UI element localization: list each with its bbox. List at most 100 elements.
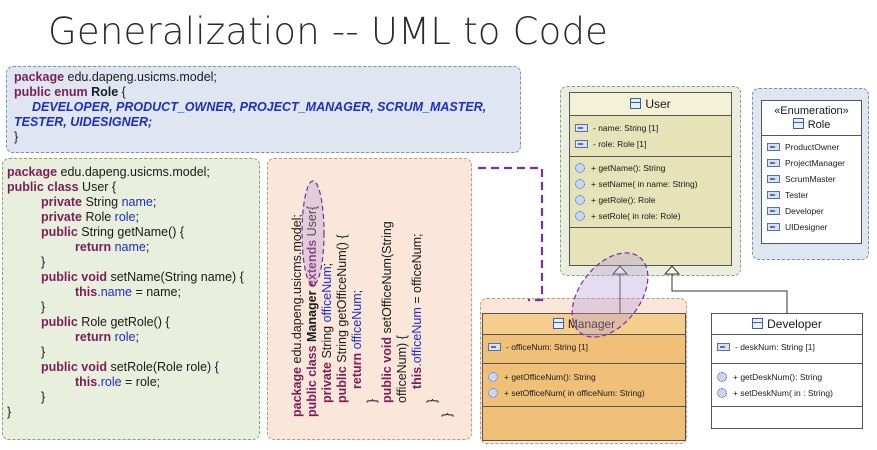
brace: } (14, 130, 19, 144)
literal-text: UIDesigner (785, 222, 828, 232)
attribute-text: - deskNum: String [1] (735, 342, 815, 352)
brace: } (7, 405, 12, 419)
semicolon: ; (135, 210, 139, 224)
class-icon (752, 318, 764, 329)
operations-section: + getDeskNum(): String + setDeskNum( in … (712, 364, 862, 407)
keyword: public void (41, 360, 107, 374)
operation-text: + getName(): String (591, 163, 666, 173)
literal-text: ScrumMaster (785, 174, 836, 184)
attribute-row: - name: String [1] (570, 120, 731, 136)
operation-text: + setDeskNum( in : String) (733, 388, 833, 398)
semicolon: ; (145, 240, 150, 254)
package-name: edu.dapeng.usicms.model; (57, 165, 210, 179)
uml-class-manager[interactable]: Manager - officeNum: String [1] + getOff… (482, 313, 686, 441)
class-name: User { (78, 180, 117, 194)
literal-icon (767, 159, 780, 167)
keyword: this (75, 285, 98, 299)
attributes-section: - officeNum: String [1] (483, 335, 685, 364)
keyword: private (41, 210, 82, 224)
user-code-panel: package edu.dapeng.usicms.model; public … (2, 158, 260, 440)
keyword: this (75, 375, 98, 389)
attribute-row: - deskNum: String [1] (712, 339, 862, 355)
keyword: public void (41, 270, 107, 284)
operation-icon (717, 388, 727, 398)
extends-highlight (301, 180, 325, 286)
enum-name: Role (87, 85, 119, 99)
operation-row: + setRole( in role: Role) (570, 208, 731, 224)
type: Role (82, 210, 115, 224)
keyword: public (41, 315, 78, 329)
attribute-text: - officeNum: String [1] (506, 342, 589, 352)
method-signature: setName(String name) { (106, 270, 244, 284)
class-name: Manager (567, 317, 616, 331)
operation-row: + setOfficeNum( in officeNum: String) (483, 385, 685, 401)
enum-name: Role (807, 119, 831, 131)
literal-icon (767, 207, 780, 215)
return-value: name (111, 240, 146, 254)
class-name: Developer (767, 317, 822, 331)
brace: } (41, 390, 46, 404)
brace: } (41, 345, 46, 359)
literal-icon (767, 191, 780, 199)
operation-row: + getRole(): Role (570, 192, 731, 208)
attribute-icon (575, 124, 588, 132)
literal-text: Developer (785, 206, 824, 216)
slide-title: Generalization -- UML to Code (48, 10, 609, 53)
literal-row: ProductOwner (762, 139, 861, 155)
literal-row: ProjectManager (762, 155, 861, 171)
operation-text: + setOfficeNum( in officeNum: String) (504, 388, 645, 398)
semicolon: ; (135, 330, 139, 344)
literal-text: ProjectManager (785, 158, 846, 168)
attribute-icon (575, 140, 588, 148)
keyword: private (41, 195, 82, 209)
stereotype: «Enumeration» (774, 105, 849, 117)
assignment: = role; (121, 375, 161, 389)
manager-code-panel: package edu.dapeng.usicms.model; public … (267, 158, 472, 440)
attributes-section: - deskNum: String [1] (712, 335, 862, 364)
literal-icon (767, 143, 780, 151)
keyword: return (75, 240, 112, 254)
operation-icon (488, 372, 498, 382)
literal-text: Tester (785, 190, 809, 200)
operation-icon (575, 195, 585, 205)
operation-row: + getName(): String (570, 160, 731, 176)
brace: { (118, 85, 126, 99)
operation-text: + setName( in name: String) (591, 179, 698, 189)
operation-text: + getOfficeNum(): String (504, 372, 596, 382)
package-name: edu.dapeng.usicms.model; (64, 70, 217, 84)
attribute-text: - role: Role [1] (593, 139, 647, 149)
type: String (82, 195, 122, 209)
class-icon (630, 98, 642, 109)
operation-icon (488, 388, 498, 398)
keyword: return (75, 330, 112, 344)
uml-class-developer[interactable]: Developer - deskNum: String [1] + getDes… (711, 313, 863, 429)
operation-row: + getOfficeNum(): String (483, 369, 685, 385)
enum-code-panel: package edu.dapeng.usicms.model; public … (6, 66, 521, 153)
operation-icon (575, 163, 585, 173)
attribute-text: - name: String [1] (593, 123, 659, 133)
keyword: package (7, 165, 58, 179)
enum-header: «Enumeration» Role (762, 101, 861, 136)
class-icon (552, 318, 564, 329)
uml-enum-role[interactable]: «Enumeration» Role ProductOwner ProjectM… (761, 100, 862, 244)
operation-text: + getDeskNum(): String (733, 372, 823, 382)
operation-row: + setName( in name: String) (570, 176, 731, 192)
class-header: Manager (483, 314, 685, 335)
brace: } (41, 255, 46, 269)
generalization-highlight (571, 252, 649, 338)
attribute-row: - officeNum: String [1] (483, 339, 685, 355)
operation-icon (717, 372, 727, 382)
operations-section: + getName(): String + setName( in name: … (570, 157, 731, 228)
keyword: public enum (14, 85, 88, 99)
enum-values-line2: TESTER, UIDESIGNER; (14, 115, 153, 129)
operation-icon (575, 179, 585, 189)
assignment: = name; (131, 285, 181, 299)
uml-class-user[interactable]: User - name: String [1] - role: Role [1]… (569, 92, 732, 266)
enum-icon (792, 118, 804, 129)
generalization-arrowhead-icon (611, 265, 629, 275)
method-signature: Role getRole() { (77, 315, 170, 329)
return-value: role (111, 330, 136, 344)
attribute-row: - role: Role [1] (570, 136, 731, 152)
enum-values-line1: DEVELOPER, PRODUCT_OWNER, PROJECT_MANAGE… (32, 100, 487, 114)
